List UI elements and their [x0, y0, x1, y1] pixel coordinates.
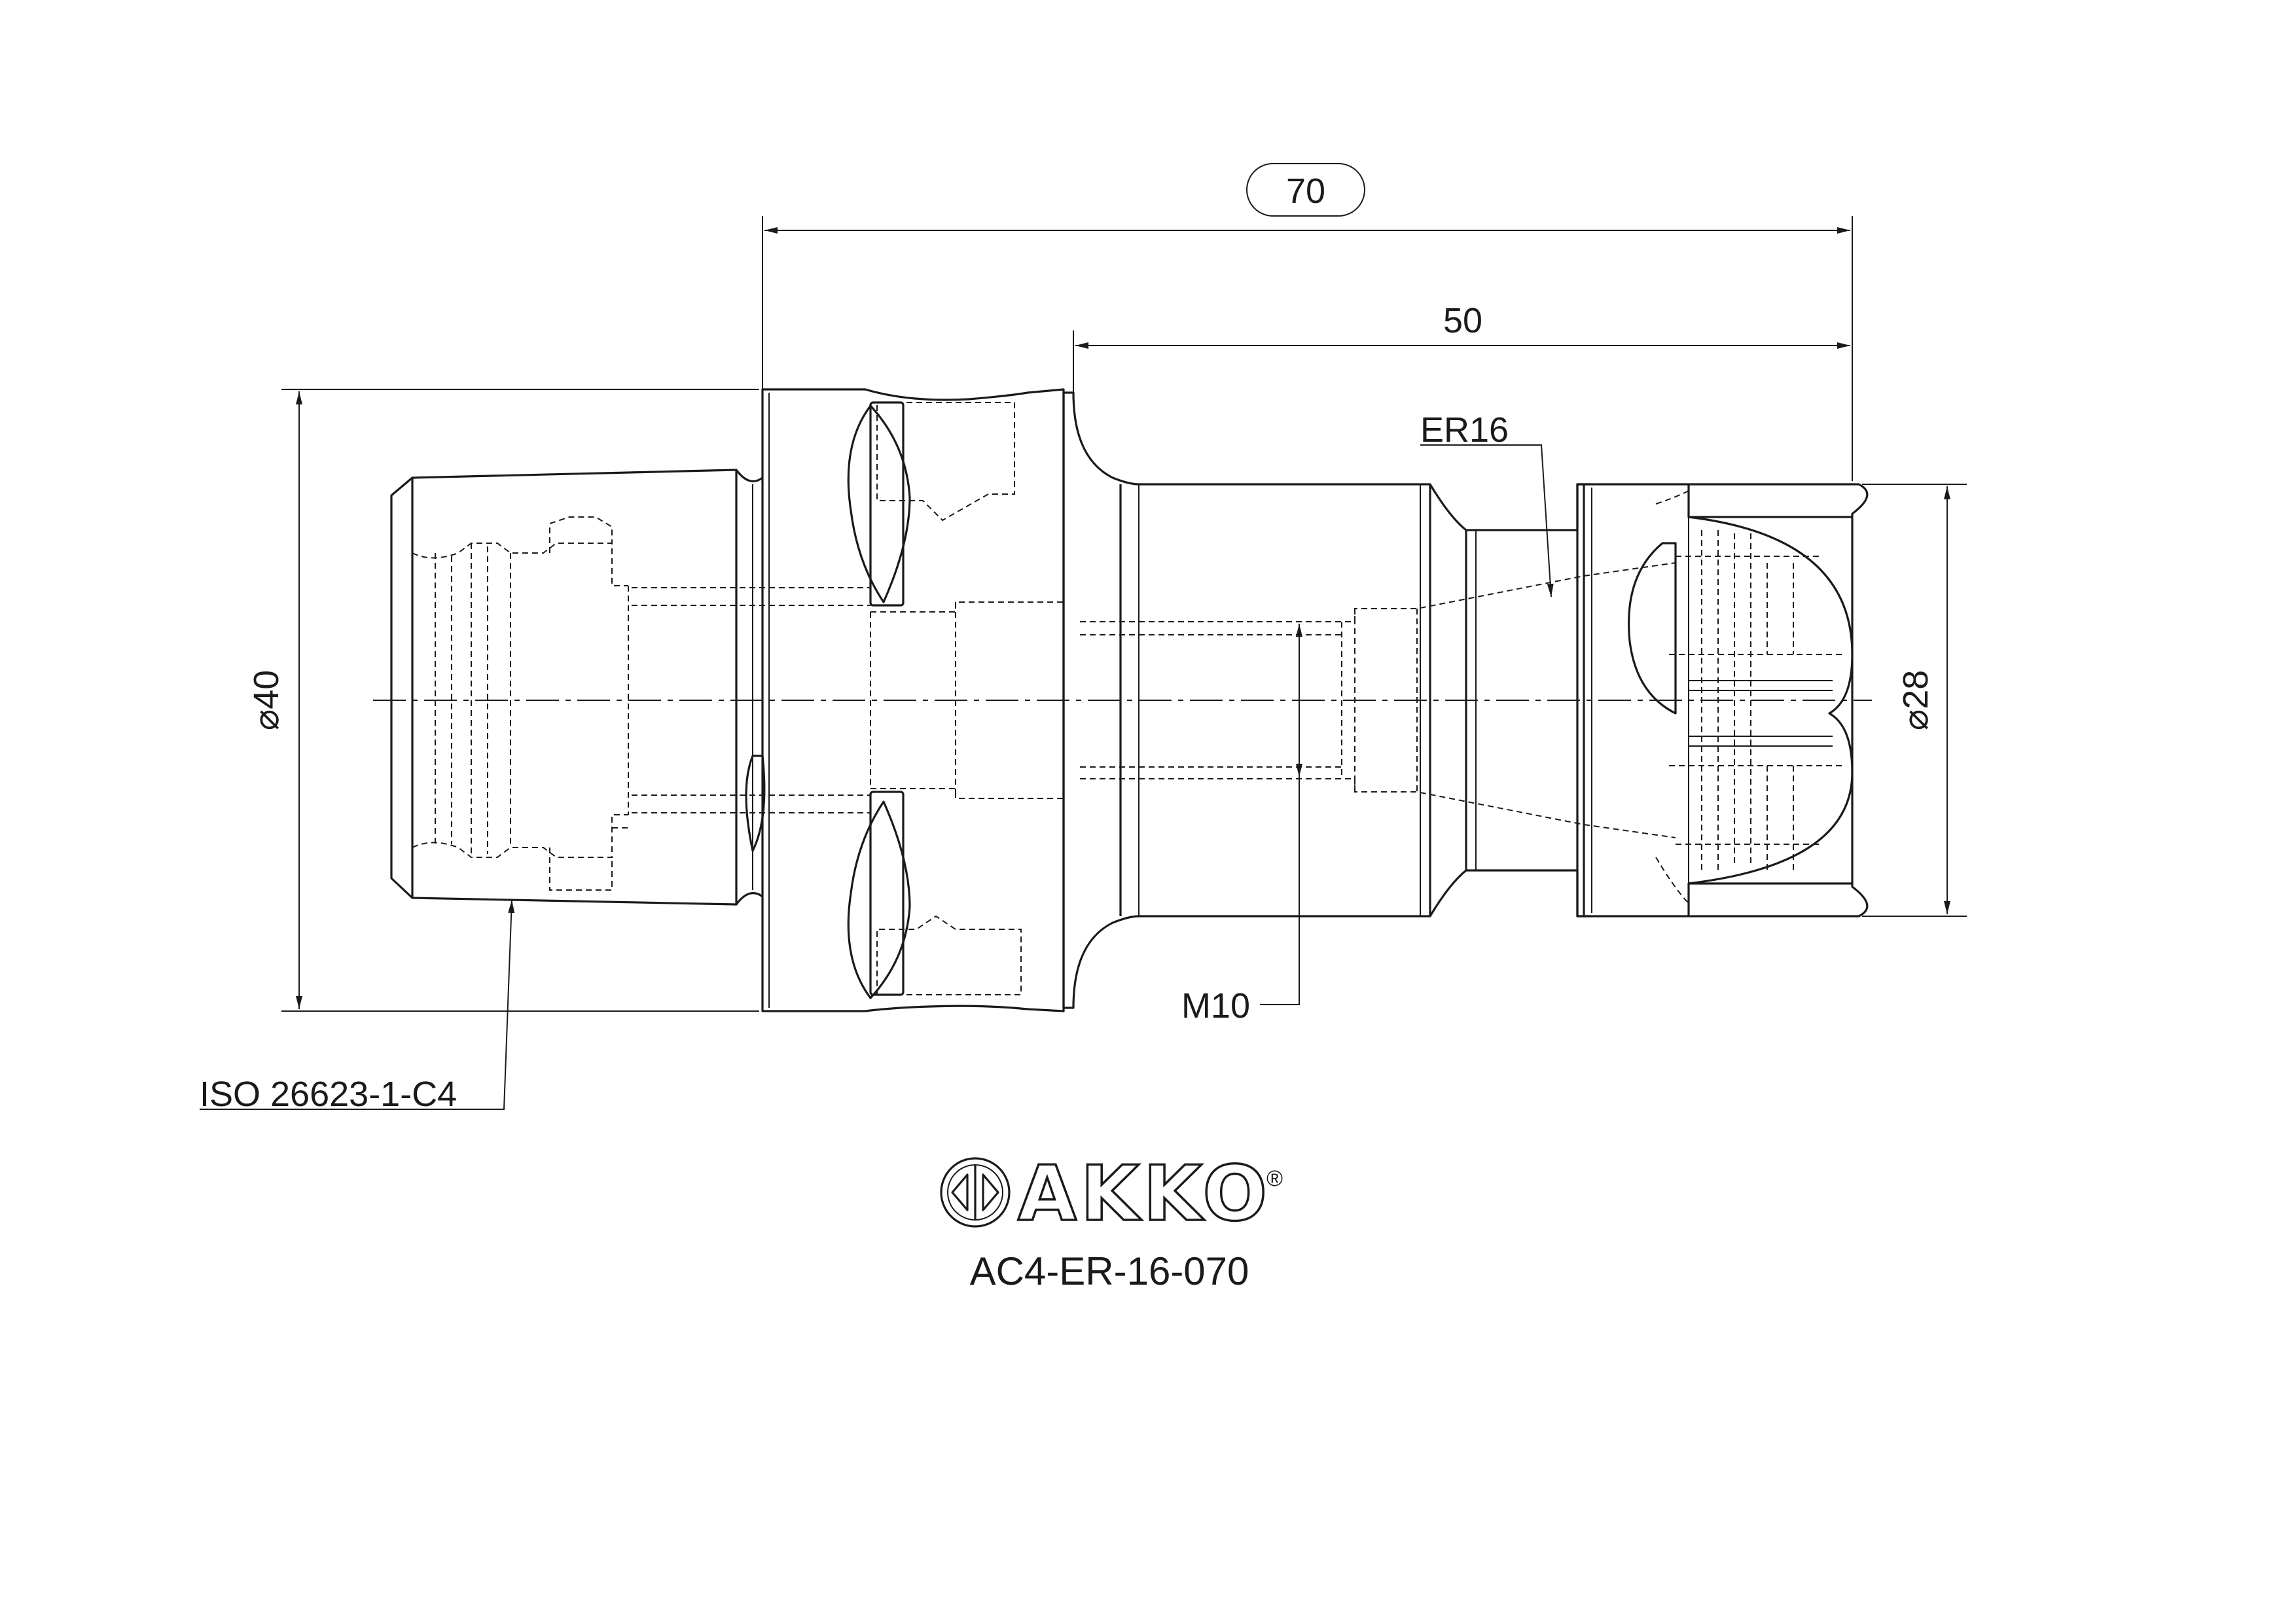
body-shank	[1062, 391, 1676, 1009]
dimension-overall-length: 70	[762, 163, 1853, 481]
collet-label: ER16	[1420, 410, 1509, 450]
brand-wordmark: AKKO	[1018, 1150, 1271, 1238]
thread-label: M10	[1181, 986, 1250, 1026]
dimension-projection-length: 50	[1073, 301, 1850, 393]
dimension-flange-diameter: ⌀40	[247, 389, 759, 1012]
registered-mark: ®	[1266, 1166, 1283, 1191]
akko-logo-icon	[940, 1157, 1011, 1228]
callout-shank-standard: ISO 26623-1-C4	[200, 899, 515, 1114]
dim-70-label: 70	[1286, 171, 1325, 211]
dim-40-label: ⌀40	[247, 670, 286, 731]
dimension-nut-diameter: ⌀28	[1862, 484, 1967, 917]
dimension-thread: M10	[1181, 624, 1302, 1026]
part-number: AC4-ER-16-070	[970, 1249, 1249, 1293]
collet-nut	[1576, 483, 1869, 918]
dim-50-label: 50	[1443, 301, 1482, 340]
polygon-shank	[390, 469, 870, 906]
akko-logo: AKKO ®	[940, 1149, 1283, 1240]
shank-standard-label: ISO 26623-1-C4	[200, 1075, 457, 1114]
callout-collet: ER16	[1420, 410, 1554, 597]
flange	[745, 388, 1065, 1012]
dim-28-label: ⌀28	[1896, 670, 1935, 731]
